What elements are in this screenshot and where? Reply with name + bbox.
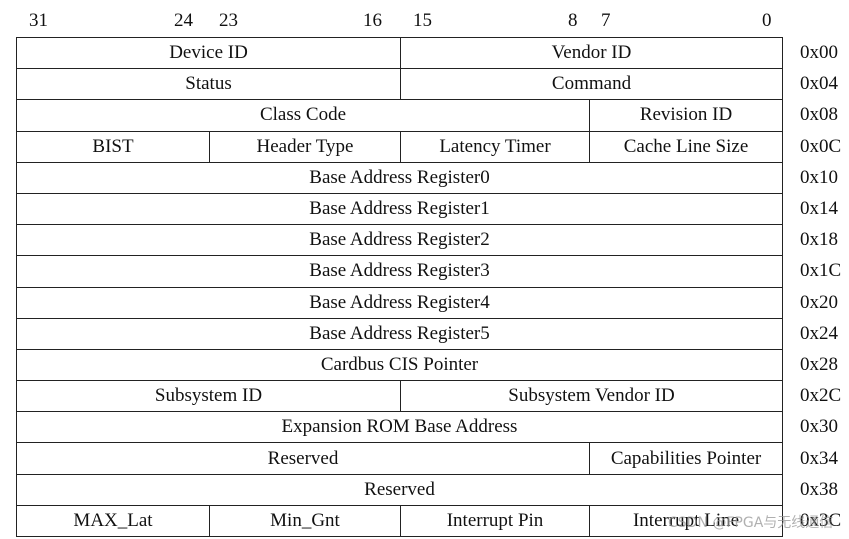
watermark: CSDN @FPGA与无线通信 bbox=[668, 515, 834, 531]
register-field: Base Address Register3 bbox=[15, 255, 784, 288]
register-field: Vendor ID bbox=[400, 36, 784, 70]
register-offset: 0x38 bbox=[800, 478, 838, 500]
register-field: Base Address Register0 bbox=[15, 161, 784, 194]
register-row: Expansion ROM Base Address bbox=[15, 411, 784, 444]
register-field: Revision ID bbox=[589, 99, 784, 132]
register-field: Base Address Register4 bbox=[15, 286, 784, 319]
register-field: Device ID bbox=[15, 36, 402, 70]
register-offset: 0x20 bbox=[800, 291, 838, 313]
register-field: Interrupt Pin bbox=[400, 504, 591, 538]
register-row: Base Address Register2 bbox=[15, 224, 784, 257]
bit-label: 15 bbox=[413, 10, 432, 31]
register-field: Status bbox=[15, 68, 402, 101]
bit-position-header: 31 24 23 16 15 8 7 0 bbox=[0, 0, 849, 36]
register-field: Command bbox=[400, 68, 784, 101]
bit-label: 0 bbox=[762, 10, 772, 31]
register-field: BIST bbox=[16, 130, 210, 163]
register-offset: 0x3C bbox=[800, 510, 842, 531]
bit-label: 24 bbox=[174, 10, 193, 31]
register-field: Expansion ROM Base Address bbox=[15, 411, 784, 444]
register-field: Reserved bbox=[15, 473, 784, 506]
register-field: Base Address Register2 bbox=[15, 224, 784, 257]
register-field: Base Address Register5 bbox=[15, 317, 784, 350]
bit-label: 7 bbox=[601, 10, 611, 31]
register-field: Cardbus CIS Pointer bbox=[15, 348, 784, 382]
register-offset: 0x34 bbox=[800, 447, 838, 469]
register-row: Base Address Register5 bbox=[15, 317, 784, 350]
register-offset: 0x0C bbox=[800, 135, 842, 157]
bit-label: 8 bbox=[568, 10, 578, 31]
register-offset: 0x1C bbox=[800, 260, 842, 282]
register-row: Base Address Register3 bbox=[15, 255, 784, 288]
bit-label: 23 bbox=[219, 10, 238, 31]
register-row: Base Address Register1 bbox=[15, 192, 784, 226]
register-row: Cardbus CIS Pointer bbox=[15, 348, 784, 382]
register-field: Header Type bbox=[208, 130, 402, 163]
register-row: Base Address Register4 bbox=[15, 286, 784, 319]
register-field: MAX_Lat bbox=[16, 504, 210, 538]
register-offset: 0x14 bbox=[800, 198, 838, 219]
register-field: Subsystem ID bbox=[15, 380, 402, 413]
register-row: Reserved bbox=[15, 473, 784, 506]
bit-label: 31 bbox=[29, 10, 48, 31]
register-offset: 0x10 bbox=[800, 166, 838, 188]
register-offset: 0x00 bbox=[800, 42, 838, 63]
register-field: Interrupt Line bbox=[589, 504, 784, 538]
register-row: Base Address Register0 bbox=[15, 161, 784, 194]
register-field: Reserved bbox=[15, 442, 591, 475]
register-field: Cache Line Size bbox=[589, 130, 784, 163]
register-field: Capabilities Pointer bbox=[589, 442, 784, 475]
register-field: Latency Timer bbox=[400, 130, 591, 163]
register-offset: 0x24 bbox=[800, 322, 838, 344]
bit-label: 16 bbox=[363, 10, 382, 31]
register-offset: 0x2C bbox=[800, 385, 842, 407]
register-offset: 0x30 bbox=[800, 416, 838, 438]
register-offset: 0x04 bbox=[800, 73, 838, 95]
register-offset: 0x18 bbox=[800, 229, 838, 251]
register-offset: 0x28 bbox=[800, 354, 838, 375]
register-field: Class Code bbox=[15, 99, 591, 132]
register-field: Min_Gnt bbox=[208, 504, 402, 538]
register-field: Base Address Register1 bbox=[15, 192, 784, 226]
register-offset: 0x08 bbox=[800, 104, 838, 126]
register-field: Subsystem Vendor ID bbox=[400, 380, 784, 413]
